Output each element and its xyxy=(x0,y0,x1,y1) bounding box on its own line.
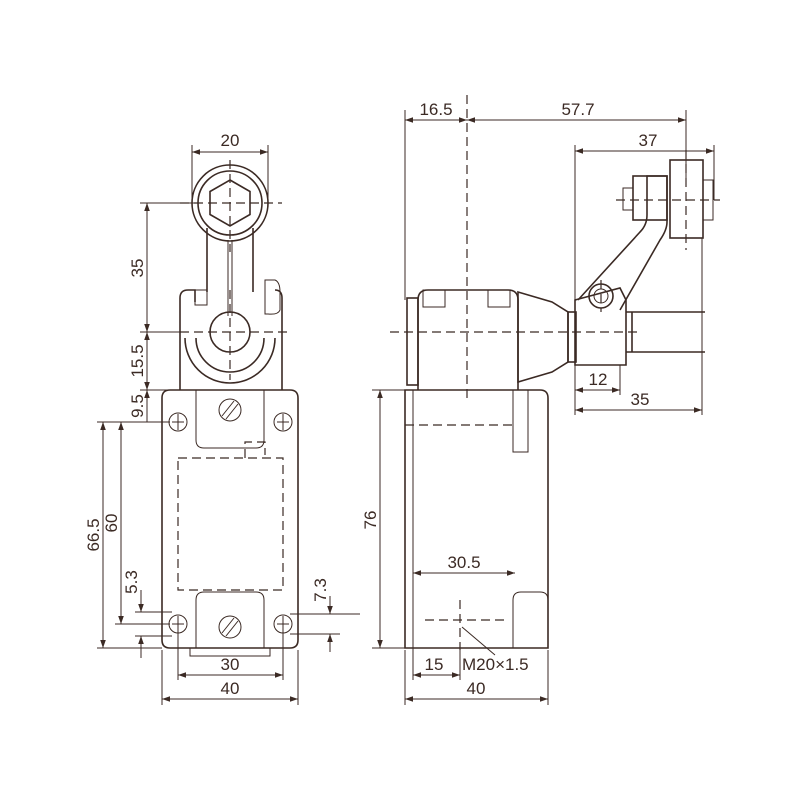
front-view: 20 35 15.5 9.5 66.5 60 5.3 7.3 30 40 xyxy=(84,131,360,705)
dim-arm-span: 35 xyxy=(631,390,650,409)
mounting-hole-icon xyxy=(273,412,293,432)
dim-slot-offset: 7.3 xyxy=(311,578,330,602)
thread-spec-label: M20×1.5 xyxy=(462,655,529,674)
front-dimensions: 20 35 15.5 9.5 66.5 60 5.3 7.3 30 40 xyxy=(84,131,360,705)
dim-roller-width: 20 xyxy=(221,131,240,150)
dim-hole-offset-bottom: 5.3 xyxy=(122,570,141,594)
side-dimensions: 16.5 57.7 37 12 35 76 30.5 15 M20×1.5 40 xyxy=(361,100,715,705)
dim-lever-length: 35 xyxy=(128,259,147,278)
dim-hole-span: 60 xyxy=(102,514,121,533)
screw-icon xyxy=(218,398,242,422)
dim-thread-depth: 30.5 xyxy=(447,553,480,572)
hex-nut-icon xyxy=(209,179,251,227)
dim-hole-offset-top: 9.5 xyxy=(128,394,147,418)
dim-roller-reach: 37 xyxy=(639,131,658,150)
dim-lever-reach: 57.7 xyxy=(561,100,594,119)
side-body xyxy=(404,389,549,656)
mounting-hole-icon xyxy=(168,412,188,432)
screw-icon xyxy=(218,615,242,639)
dim-body-width: 40 xyxy=(221,679,240,698)
dim-thread-offset: 15 xyxy=(425,655,444,674)
dim-hole-pitch: 30 xyxy=(221,655,240,674)
side-view: 16.5 57.7 37 12 35 76 30.5 15 M20×1.5 40 xyxy=(361,95,720,705)
side-head xyxy=(390,95,720,400)
front-body xyxy=(161,389,299,657)
dim-flange-offset: 16.5 xyxy=(419,100,452,119)
dim-body-height: 76 xyxy=(361,511,380,530)
front-head xyxy=(179,160,288,390)
dim-side-body-width: 40 xyxy=(467,679,486,698)
dim-pivot-height: 15.5 xyxy=(128,344,147,377)
dim-hub-width: 12 xyxy=(589,370,608,389)
dim-overall-hole-span: 66.5 xyxy=(84,518,103,551)
